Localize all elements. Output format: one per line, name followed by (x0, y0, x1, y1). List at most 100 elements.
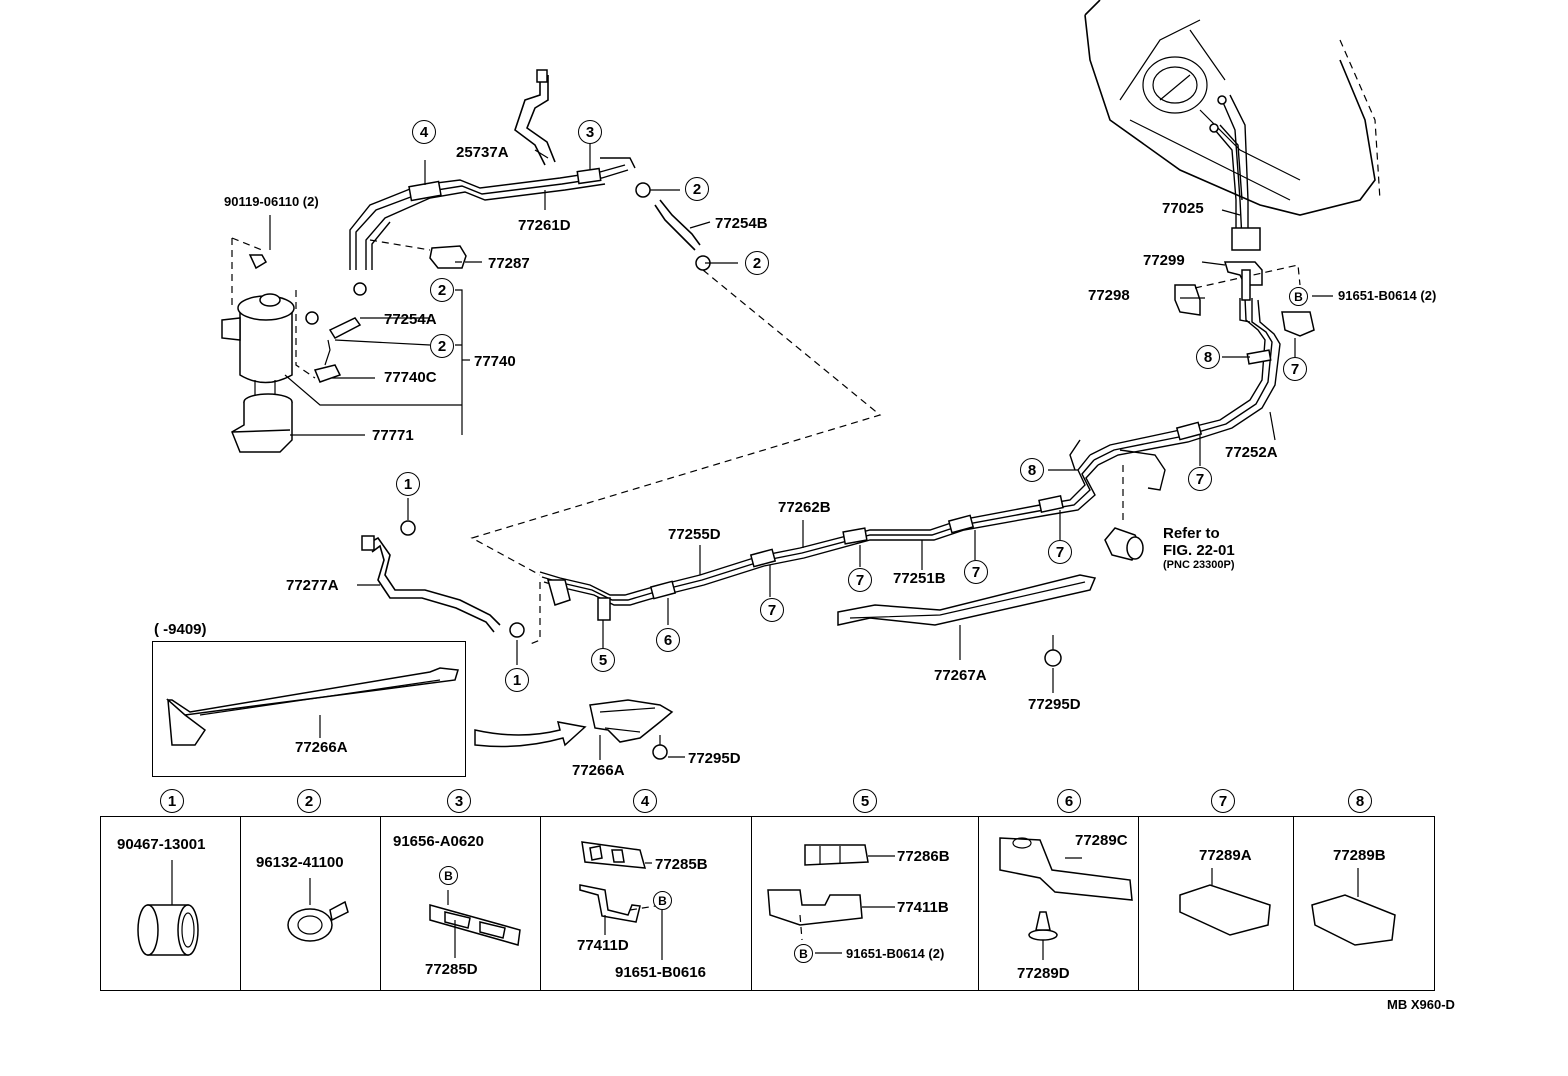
rail-77266A-box (166, 667, 459, 746)
legend-77289D: 77289D (1017, 965, 1070, 982)
callout-3: 3 (578, 120, 602, 144)
pipe-77261D (349, 157, 636, 270)
callout-1: 1 (396, 472, 420, 496)
legend-91651-B0616: 91651-B0616 (615, 964, 706, 981)
inset-box (152, 641, 466, 777)
label-77262B: 77262B (778, 499, 831, 516)
label-77025: 77025 (1162, 200, 1204, 217)
refer-line-2: FIG. 22-01 (1163, 542, 1235, 559)
legend-part-77286B (804, 844, 869, 866)
legend-91651-B0614: 91651-B0614 (2) (846, 946, 945, 961)
canister-base-77771 (231, 393, 293, 453)
legend-number-6: 6 (1057, 789, 1081, 813)
callout-8: 8 (1020, 458, 1044, 482)
clamp-77298 (1174, 284, 1201, 316)
label-90119: 90119-06110 (2) (224, 194, 319, 209)
fuel-tank (1084, 0, 1381, 216)
arrow (474, 721, 587, 748)
diagram-id: MB X960-D (1387, 997, 1455, 1012)
callout-B: B (1289, 287, 1308, 306)
hose-77254A (328, 317, 362, 339)
label-91651-top: 91651-B0614 (2) (1338, 288, 1437, 303)
legend-part-77289B (1311, 868, 1396, 946)
legend-96132: 96132-41100 (256, 854, 344, 871)
callout-6: 6 (656, 628, 680, 652)
legend-number-1: 1 (160, 789, 184, 813)
legend-number-5: 5 (853, 789, 877, 813)
label-77254B: 77254B (715, 215, 768, 232)
callout-2: 2 (430, 334, 454, 358)
legend-77411B: 77411B (897, 899, 949, 916)
date-range: ( -9409) (154, 621, 207, 638)
legend-number-4: 4 (633, 789, 657, 813)
hose-77277A (361, 520, 525, 638)
callout-4: 4 (412, 120, 436, 144)
rail-77267A (837, 574, 1097, 626)
label-77298: 77298 (1088, 287, 1130, 304)
legend-77289B: 77289B (1333, 847, 1386, 864)
legend-part-77289C (999, 837, 1133, 901)
legend-part-96132 (287, 878, 349, 942)
legend-90467: 90467-13001 (117, 836, 206, 853)
hose-77740C (313, 364, 342, 383)
legend-part-77289D (1028, 911, 1058, 960)
legend-cell-7 (1138, 816, 1294, 991)
legend-part-77411D (579, 884, 663, 960)
refer-line-1: Refer to (1163, 525, 1220, 542)
legend-number-2: 2 (297, 789, 321, 813)
pipe-bundle-main (539, 439, 1099, 606)
legend-number-3: 3 (447, 789, 471, 813)
label-77299: 77299 (1143, 252, 1185, 269)
label-77287: 77287 (488, 255, 530, 272)
legend-77289C: 77289C (1075, 832, 1128, 849)
label-77254A: 77254A (384, 311, 437, 328)
legend-callout-B: B (653, 891, 672, 910)
fuel-filter-ref (1104, 527, 1144, 561)
legend-cell-2 (240, 816, 381, 991)
sender-tubes (1209, 94, 1261, 251)
callout-7: 7 (1283, 357, 1307, 381)
callout-7: 7 (848, 568, 872, 592)
pipe-bundle-77252A (1089, 297, 1315, 491)
label-77252A: 77252A (1225, 444, 1278, 461)
legend-part-90467 (137, 860, 199, 956)
label-77740C: 77740C (384, 369, 437, 386)
legend-part-77285B (581, 841, 652, 869)
label-77267A: 77267A (934, 667, 987, 684)
hose-25737A (514, 75, 546, 166)
callout-7: 7 (1188, 467, 1212, 491)
callout-2: 2 (430, 278, 454, 302)
callout-5: 5 (591, 648, 615, 672)
label-77740: 77740 (474, 353, 516, 370)
legend-callout-B: B (794, 944, 813, 963)
label-77295D-a: 77295D (1028, 696, 1081, 713)
bracket-77266A (589, 699, 674, 743)
legend-91656: 91656-A0620 (393, 833, 484, 850)
legend-callout-B: B (439, 866, 458, 885)
clamp-77287 (429, 245, 467, 269)
callout-7: 7 (760, 598, 784, 622)
label-77255D: 77255D (668, 526, 721, 543)
legend-number-7: 7 (1211, 789, 1235, 813)
callout-2: 2 (745, 251, 769, 275)
legend-number-8: 8 (1348, 789, 1372, 813)
legend-77285B: 77285B (655, 856, 708, 873)
legend-77286B: 77286B (897, 848, 950, 865)
label-77266A: 77266A (572, 762, 625, 779)
label-25737A: 25737A (456, 144, 509, 161)
callout-1: 1 (505, 668, 529, 692)
legend-77285D: 77285D (425, 961, 478, 978)
legend-77411D: 77411D (577, 937, 629, 954)
hose-77254B (654, 204, 696, 251)
charcoal-canister (221, 254, 295, 395)
callout-7: 7 (1048, 540, 1072, 564)
legend-part-77285D (429, 890, 521, 958)
legend-part-77289A (1179, 868, 1271, 936)
label-77261D: 77261D (518, 217, 571, 234)
callout-2: 2 (685, 177, 709, 201)
clip-77295D-b (652, 735, 668, 760)
label-77251B: 77251B (893, 570, 946, 587)
legend-cell-8 (1293, 816, 1435, 991)
callout-8: 8 (1196, 345, 1220, 369)
label-77771: 77771 (372, 427, 414, 444)
